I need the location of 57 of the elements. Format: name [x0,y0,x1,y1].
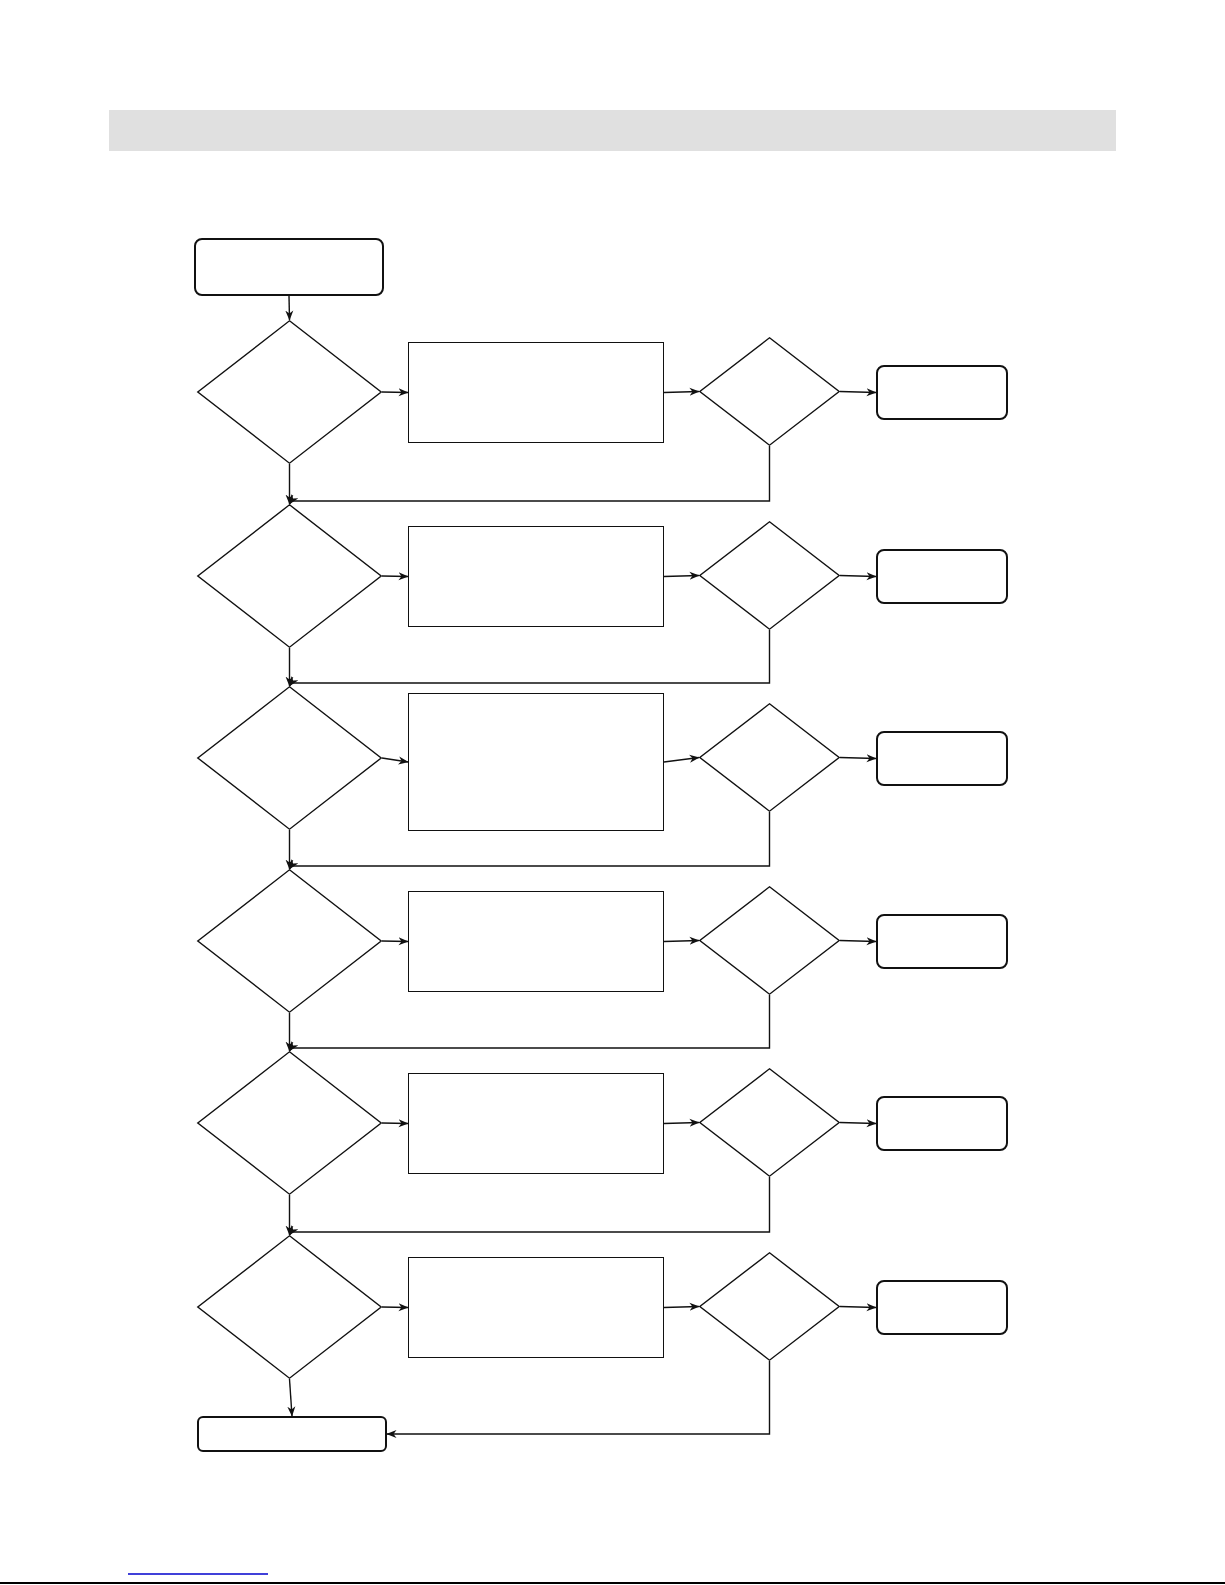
arrow [381,388,409,397]
decision-diamond [197,1051,382,1195]
arrow [839,937,877,946]
arrow [839,1303,877,1312]
decision-diamond [197,1235,382,1379]
arrow [381,1119,409,1128]
arrow [663,1302,700,1311]
arrow [285,1012,294,1052]
arrow [285,295,294,321]
terminal-box [197,1416,387,1452]
process-box [408,693,664,831]
arrow [663,754,700,763]
decision-diamond [699,1068,840,1177]
arrow [288,445,771,505]
arrow [288,629,771,687]
arrow [663,571,700,580]
terminal-box [876,1280,1008,1335]
arrow [839,388,877,397]
decision-diamond [197,320,382,464]
decision-diamond [699,703,840,812]
decision-diamond [197,504,382,648]
arrow [381,756,409,765]
arrow [663,1118,700,1127]
decision-diamond [197,686,382,830]
decision-diamond [699,521,840,630]
arrow [288,811,771,870]
terminal-box [876,365,1008,420]
arrow [839,754,877,763]
arrow [285,647,294,687]
arrow [663,387,700,396]
terminal-box [876,731,1008,786]
arrow [381,572,409,581]
process-box [408,526,664,627]
arrow [285,463,294,505]
decision-diamond [699,337,840,446]
arrow [663,936,700,945]
arrow [285,829,294,870]
process-box [408,342,664,443]
arrow [381,1303,409,1312]
process-box [408,1257,664,1358]
arrow [288,1176,771,1236]
arrow [288,994,771,1052]
arrow [839,572,877,581]
arrow [285,1194,294,1236]
decision-diamond [197,869,382,1013]
arrow [839,1119,877,1128]
arrow [381,937,409,946]
arrow [386,1360,771,1438]
terminal-box [876,1096,1008,1151]
terminal-box [194,238,384,296]
process-box [408,891,664,992]
arrow [287,1378,296,1417]
decision-diamond [699,1252,840,1361]
decision-diamond [699,886,840,995]
process-box [408,1073,664,1174]
terminal-box [876,549,1008,604]
terminal-box [876,914,1008,969]
